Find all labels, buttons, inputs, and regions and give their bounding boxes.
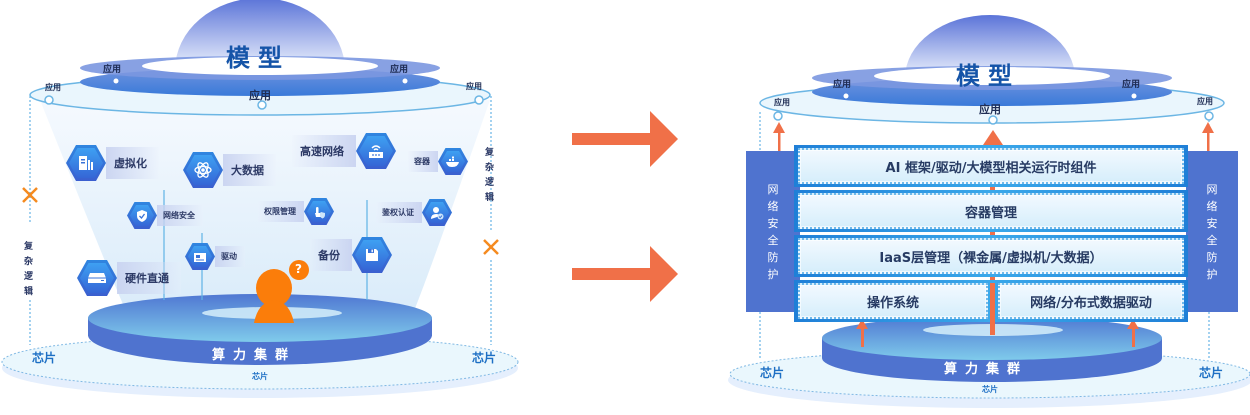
app-label-outer-left: 应用 — [45, 83, 61, 92]
atom-icon — [183, 152, 223, 188]
component-high-speed-network: 高速网络 — [292, 133, 396, 169]
up-arrow-icon — [1127, 319, 1139, 347]
docker-whale-icon — [438, 148, 468, 175]
drive-icon — [185, 243, 215, 270]
hardware-icon — [77, 260, 117, 296]
app-label-outer-left: 应用 — [774, 98, 790, 107]
component-virtualization: 虚拟化 — [66, 145, 159, 181]
chip-label-center: 芯片 — [252, 372, 268, 381]
app-label-outer-right: 应用 — [1197, 97, 1213, 106]
network-security-panel-right: 网 络 安 全 防 护 — [1186, 151, 1238, 312]
component-hardware-passthrough: 硬件直通 — [77, 260, 181, 296]
app-label-top-left: 应用 — [833, 80, 852, 90]
chip-label-right: 芯片 — [472, 351, 497, 365]
chip-label-left: 芯片 — [760, 366, 785, 380]
component-big-data: 大数据 — [183, 152, 276, 188]
shield-icon — [127, 202, 157, 229]
up-arrow-icon — [856, 319, 868, 347]
app-label-center: 应用 — [249, 89, 271, 102]
component-container: 容器 — [408, 148, 468, 175]
model-label: 模型 — [956, 62, 1020, 90]
model-label: 模型 — [226, 44, 290, 72]
layer-network-distributed-driver: 网络/分布式数据驱动 — [998, 283, 1184, 319]
app-label-top-right: 应用 — [390, 65, 409, 75]
app-label-center: 应用 — [979, 103, 1001, 116]
layer-ai-framework: AI 框架/驱动/大模型相关运行时组件 — [798, 148, 1184, 184]
question-mark: ? — [295, 262, 302, 276]
x-mark-icon — [22, 187, 38, 203]
confused-user-icon — [254, 260, 309, 323]
component-network-security: 网络安全 — [127, 202, 203, 229]
right-diagram-graphics — [728, 15, 1250, 408]
app-label-top-right: 应用 — [1122, 80, 1141, 90]
x-mark-icon — [483, 239, 499, 255]
user-check-icon — [422, 199, 452, 226]
model-dome — [175, 0, 345, 70]
component-backup: 备份 — [310, 237, 392, 273]
app-label-outer-right: 应用 — [466, 82, 482, 91]
hand-shield-icon — [304, 198, 334, 225]
compute-cluster-label: 算力集群 — [944, 362, 1029, 377]
wifi-router-icon — [356, 133, 396, 169]
component-driver: 驱动 — [185, 243, 245, 270]
chip-label-right: 芯片 — [1199, 366, 1224, 380]
complex-logic-left: 复 杂 逻 辑 — [24, 242, 34, 297]
layer-iaas-management: IaaS层管理（裸金属/虚拟机/大数据） — [798, 238, 1184, 274]
layer-container-management: 容器管理 — [798, 193, 1184, 229]
chip-label-center: 芯片 — [982, 385, 998, 394]
arrow-right-icon — [572, 111, 678, 167]
compute-cluster-label: 算力集群 — [212, 348, 297, 363]
chip-label-left: 芯片 — [32, 351, 57, 365]
app-label-top-left: 应用 — [103, 65, 122, 75]
layer-operating-system: 操作系统 — [798, 283, 988, 319]
arrow-right-icon — [572, 246, 678, 302]
component-permission-management: 权限管理 — [258, 198, 334, 225]
network-security-panel-left: 网 络 安 全 防 护 — [746, 151, 800, 312]
transition-arrows — [572, 111, 678, 302]
complex-logic-right: 复 杂 逻 辑 — [485, 148, 495, 203]
server-icon — [66, 145, 106, 181]
component-authentication: 鉴权认证 — [376, 199, 452, 226]
floppy-icon — [352, 237, 392, 273]
